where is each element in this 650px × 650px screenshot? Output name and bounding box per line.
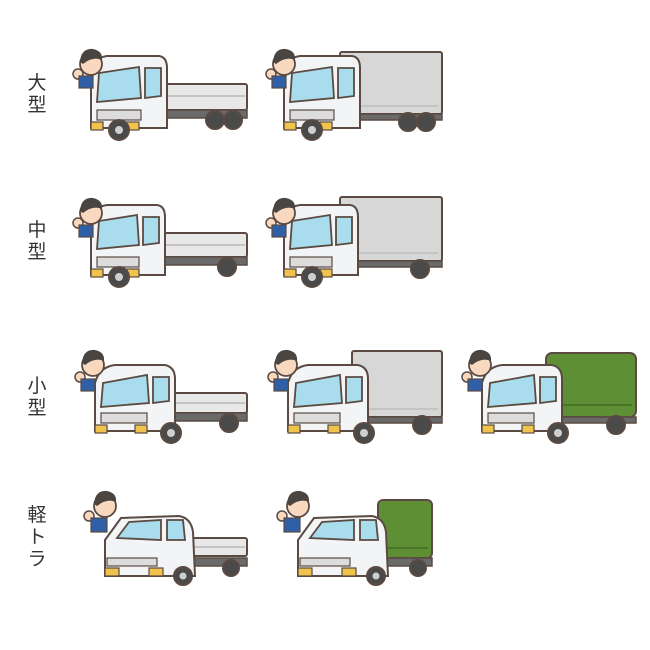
row-small: 小型 [0,343,650,453]
small-box-truck [267,343,446,448]
small-flatbed-truck [74,343,253,448]
row-label-small: 小型 [27,375,47,419]
medium-flatbed-truck [72,187,253,292]
row-kei: 軽トラ [0,486,650,596]
row-label-large: 大型 [27,72,47,116]
row-medium: 中型 [0,187,650,297]
medium-box-truck [265,187,446,292]
large-box-truck [265,40,446,145]
row-label-kei: 軽トラ [27,504,47,570]
small-canvas-top-truck [461,343,640,448]
large-flatbed-truck [72,40,253,145]
kei-canvas-top-truck [268,486,446,591]
row-large: 大型 [0,40,650,150]
kei-flatbed-truck [75,486,253,591]
row-label-medium: 中型 [27,219,47,263]
